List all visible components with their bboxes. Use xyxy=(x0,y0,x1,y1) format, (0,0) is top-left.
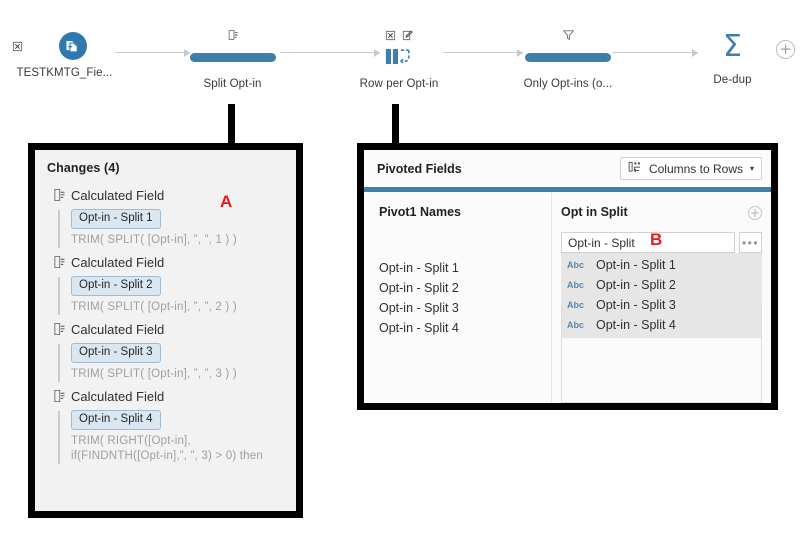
clean-step-pill[interactable] xyxy=(518,42,618,72)
calculated-field-icon xyxy=(53,389,66,408)
pivoted-fields-title: Pivoted Fields xyxy=(377,161,462,176)
pivot1-name-row: Opt-in - Split 1 xyxy=(379,261,459,275)
pivoted-fields-panel: Pivoted Fields Columns to Rows ▾ xyxy=(357,143,778,410)
add-field-glyph: + xyxy=(749,206,761,220)
changes-panel: Changes (4) Calculated Field Opt-in - Sp… xyxy=(28,143,303,518)
remove-step-icon[interactable] xyxy=(385,30,396,41)
columns-to-rows-button[interactable]: Columns to Rows ▾ xyxy=(619,157,762,180)
pivot-field-value-label: Opt-in - Split 4 xyxy=(596,318,676,332)
add-step-glyph: + xyxy=(779,40,792,58)
opt-in-split-header: Opt in Split xyxy=(561,205,628,219)
pivot1-names-header: Pivot1 Names xyxy=(379,205,461,219)
change-kind-label: Calculated Field xyxy=(71,255,165,270)
annotation-marker-b: B xyxy=(650,230,663,249)
calculated-field-icon xyxy=(53,188,66,207)
change-list-item[interactable]: Calculated Field Opt-in - Split 2 TRIM( … xyxy=(47,255,284,315)
pivot-field-search-row[interactable]: Opt-in - Split ••• xyxy=(561,232,762,253)
more-options-button[interactable]: ••• xyxy=(739,232,762,253)
pivot-field-value-label: Opt-in - Split 2 xyxy=(596,278,676,292)
flow-node-label: Split Opt-in xyxy=(203,78,262,90)
abc-type-icon: Abc xyxy=(567,280,585,290)
pivoted-fields-body: Pivoted Fields Columns to Rows ▾ xyxy=(364,150,771,403)
add-step-icon[interactable]: + xyxy=(776,40,795,59)
pivot-value-list-frame xyxy=(561,304,762,403)
change-list-item[interactable]: Calculated Field Opt-in - Split 1 TRIM( … xyxy=(47,188,284,248)
flow-node-label: TESTKMTG_Fie... xyxy=(16,67,113,79)
pivot-field-search-value: Opt-in - Split xyxy=(568,235,635,250)
field-pill[interactable]: Opt-in - Split 1 xyxy=(71,209,161,229)
source-node-graphic[interactable] xyxy=(12,31,117,61)
columns-to-rows-icon xyxy=(628,161,642,177)
flow-node-row-per-opt-in[interactable]: Row per Opt-in xyxy=(353,28,445,90)
change-formula: TRIM( RIGHT([Opt-in], if(FINDNTH([Opt-in… xyxy=(71,435,263,462)
pivoted-fields-header: Pivoted Fields Columns to Rows ▾ xyxy=(364,150,771,187)
field-pill[interactable]: Opt-in - Split 4 xyxy=(71,410,161,430)
opt-in-split-column: Opt in Split + Opt-in - Split ••• xyxy=(552,192,771,403)
changes-panel-body: Changes (4) Calculated Field Opt-in - Sp… xyxy=(35,150,296,511)
pivot1-names-column: Pivot1 Names Opt-in - Split 1 Opt-in - S… xyxy=(364,192,552,403)
remove-step-icon[interactable] xyxy=(12,41,23,52)
change-kind-label: Calculated Field xyxy=(71,188,165,203)
abc-type-icon: Abc xyxy=(567,300,585,310)
pivot-field-value-item[interactable]: Abc Opt-in - Split 3 xyxy=(561,295,762,315)
pivot1-name-row: Opt-in - Split 2 xyxy=(379,281,459,295)
change-formula: TRIM( SPLIT( [Opt-in], ”, ”, 3 ) ) xyxy=(71,368,237,380)
change-formula: TRIM( SPLIT( [Opt-in], ”, ”, 1 ) ) xyxy=(71,234,237,246)
flow-node-source[interactable]: TESTKMTG_Fie... xyxy=(12,31,117,79)
field-pill[interactable]: Opt-in - Split 2 xyxy=(71,276,161,296)
annotation-stem-right xyxy=(392,104,399,148)
change-kind-label: Calculated Field xyxy=(71,322,165,337)
filter-icon xyxy=(518,28,618,42)
pivot1-name-row: Opt-in - Split 3 xyxy=(379,301,459,315)
pivot-field-value-label: Opt-in - Split 3 xyxy=(596,298,676,312)
pivot-icon[interactable] xyxy=(353,42,445,72)
abc-type-icon: Abc xyxy=(567,320,585,330)
pivot-field-value-item[interactable]: Abc Opt-in - Split 2 xyxy=(561,275,762,295)
flow-node-label: De-dup xyxy=(713,74,752,86)
calculated-field-icon xyxy=(53,322,66,341)
pivot-field-search-input[interactable]: Opt-in - Split xyxy=(561,232,735,253)
flow-node-only-opt-ins[interactable]: Only Opt-ins (o... xyxy=(518,28,618,90)
pivot-field-value-item[interactable]: Abc Opt-in - Split 1 xyxy=(561,255,762,275)
change-list-item[interactable]: Calculated Field Opt-in - Split 3 TRIM( … xyxy=(47,322,284,382)
pivot-field-value-list: Abc Opt-in - Split 1 Abc Opt-in - Split … xyxy=(561,253,762,338)
flow-node-label: Row per Opt-in xyxy=(359,78,439,90)
edit-step-icon[interactable] xyxy=(402,29,413,41)
columns-to-rows-label: Columns to Rows xyxy=(648,161,743,176)
flow-node-de-dup[interactable]: Σ De-dup xyxy=(695,29,770,87)
annotation-marker-a: A xyxy=(220,192,233,211)
change-kind-label: Calculated Field xyxy=(71,389,165,404)
pivot-field-value-label: Opt-in - Split 1 xyxy=(596,258,676,272)
flow-connector-3 xyxy=(443,48,523,58)
clean-step-pill[interactable] xyxy=(185,42,280,72)
database-file-icon[interactable] xyxy=(58,32,87,60)
flow-pane: TESTKMTG_Fie... Split Opt-in xyxy=(0,0,807,120)
add-field-icon[interactable]: + xyxy=(748,206,762,220)
pivot-field-value-item[interactable]: Abc Opt-in - Split 4 xyxy=(561,315,762,335)
sigma-icon[interactable]: Σ xyxy=(723,29,742,64)
chevron-down-icon: ▾ xyxy=(749,164,754,173)
flow-connector-2 xyxy=(280,48,380,58)
annotation-stem-left xyxy=(228,104,235,148)
flow-connector-1 xyxy=(115,48,190,58)
more-options-glyph: ••• xyxy=(741,235,760,250)
flow-node-label: Only Opt-ins (o... xyxy=(523,78,613,90)
pivot-columns-area: Pivot1 Names Opt-in - Split 1 Opt-in - S… xyxy=(364,192,771,403)
pivot1-name-row: Opt-in - Split 4 xyxy=(379,321,459,335)
change-list-item[interactable]: Calculated Field Opt-in - Split 4 TRIM( … xyxy=(47,389,284,464)
clean-step-icon xyxy=(185,28,280,42)
change-formula: TRIM( SPLIT( [Opt-in], ”, ”, 2 ) ) xyxy=(71,301,237,313)
pivot-node-actions[interactable] xyxy=(353,28,445,42)
pivot-accent-rule xyxy=(364,187,771,192)
field-pill[interactable]: Opt-in - Split 3 xyxy=(71,343,161,363)
changes-panel-title: Changes (4) xyxy=(47,161,120,175)
calculated-field-icon xyxy=(53,255,66,274)
flow-node-split-opt-in[interactable]: Split Opt-in xyxy=(185,28,280,90)
abc-type-icon: Abc xyxy=(567,260,585,270)
flow-connector-4 xyxy=(613,48,698,58)
